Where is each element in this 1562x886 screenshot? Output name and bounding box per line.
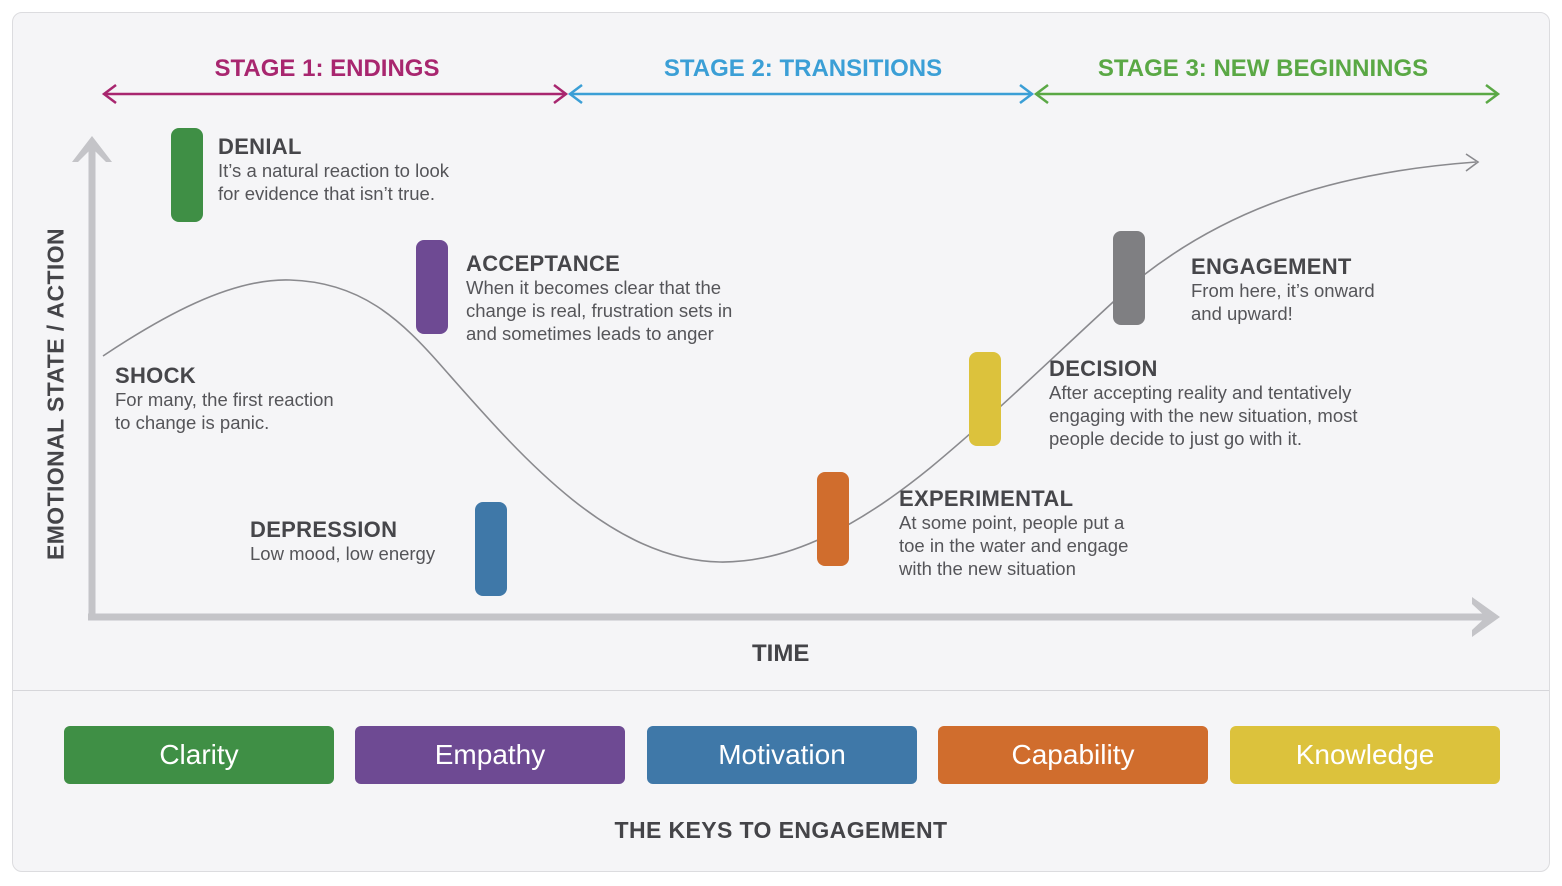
denial-marker [171, 128, 203, 222]
engagement-text: ENGAGEMENT From here, it’s onward and up… [1191, 255, 1375, 325]
x-axis-label: TIME [752, 640, 810, 667]
experimental-desc-1: At some point, people put a [899, 512, 1125, 533]
key-motivation: Motivation [647, 726, 917, 784]
denial-title: DENIAL [218, 134, 302, 159]
x-axis-arrow [88, 597, 1500, 637]
key-empathy: Empathy [355, 726, 625, 784]
engagement-marker [1113, 231, 1145, 325]
depression-marker [475, 502, 507, 596]
stage-2-label: STAGE 2: TRANSITIONS [664, 55, 942, 82]
keys-title: THE KEYS TO ENGAGEMENT [614, 817, 948, 843]
y-axis-label: EMOTIONAL STATE / ACTION [42, 227, 69, 561]
denial-desc-1: It’s a natural reaction to look [218, 160, 450, 181]
denial-text: DENIAL It’s a natural reaction to look f… [218, 135, 449, 205]
section-divider [13, 690, 1549, 691]
curve-arrowhead [1465, 153, 1480, 172]
depression-text: DEPRESSION Low mood, low energy [250, 518, 435, 565]
experimental-desc-3: with the new situation [899, 558, 1076, 579]
depression-title: DEPRESSION [250, 517, 398, 542]
stage-2-arrow [567, 84, 1035, 104]
decision-title: DECISION [1049, 356, 1158, 381]
shock-desc-2: to change is panic. [115, 412, 270, 433]
key-capability: Capability [938, 726, 1208, 784]
shock-title: SHOCK [115, 363, 196, 388]
experimental-marker [817, 472, 849, 566]
depression-desc-1: Low mood, low energy [250, 543, 436, 564]
acceptance-desc-3: and sometimes leads to anger [466, 323, 714, 344]
y-axis-arrow [72, 136, 112, 618]
engagement-title: ENGAGEMENT [1191, 254, 1352, 279]
key-knowledge: Knowledge [1230, 726, 1500, 784]
denial-desc-2: for evidence that isn’t true. [218, 183, 435, 204]
stage-1-label: STAGE 1: ENDINGS [215, 55, 440, 82]
decision-desc-3: people decide to just go with it. [1049, 428, 1302, 449]
experimental-desc-2: toe in the water and engage [899, 535, 1129, 556]
stage-1-arrow [101, 84, 569, 104]
stage-3-label: STAGE 3: NEW BEGINNINGS [1098, 55, 1428, 82]
acceptance-text: ACCEPTANCE When it becomes clear that th… [466, 252, 732, 345]
engagement-desc-2: and upward! [1191, 303, 1293, 324]
acceptance-marker [416, 240, 448, 334]
acceptance-desc-2: change is real, frustration sets in [466, 300, 733, 321]
acceptance-desc-1: When it becomes clear that the [466, 277, 722, 298]
decision-marker [969, 352, 1001, 446]
decision-text: DECISION After accepting reality and ten… [1049, 357, 1358, 450]
acceptance-title: ACCEPTANCE [466, 251, 621, 276]
experimental-text: EXPERIMENTAL At some point, people put a… [899, 487, 1128, 580]
shock-text: SHOCK For many, the first reaction to ch… [115, 364, 334, 434]
shock-desc-1: For many, the first reaction [115, 389, 334, 410]
decision-desc-1: After accepting reality and tentatively [1049, 382, 1352, 403]
change-curve [102, 161, 1477, 563]
key-clarity: Clarity [64, 726, 334, 784]
stage-3-arrow [1033, 84, 1501, 104]
engagement-desc-1: From here, it’s onward [1191, 280, 1375, 301]
decision-desc-2: engaging with the new situation, most [1049, 405, 1358, 426]
experimental-title: EXPERIMENTAL [899, 486, 1074, 511]
